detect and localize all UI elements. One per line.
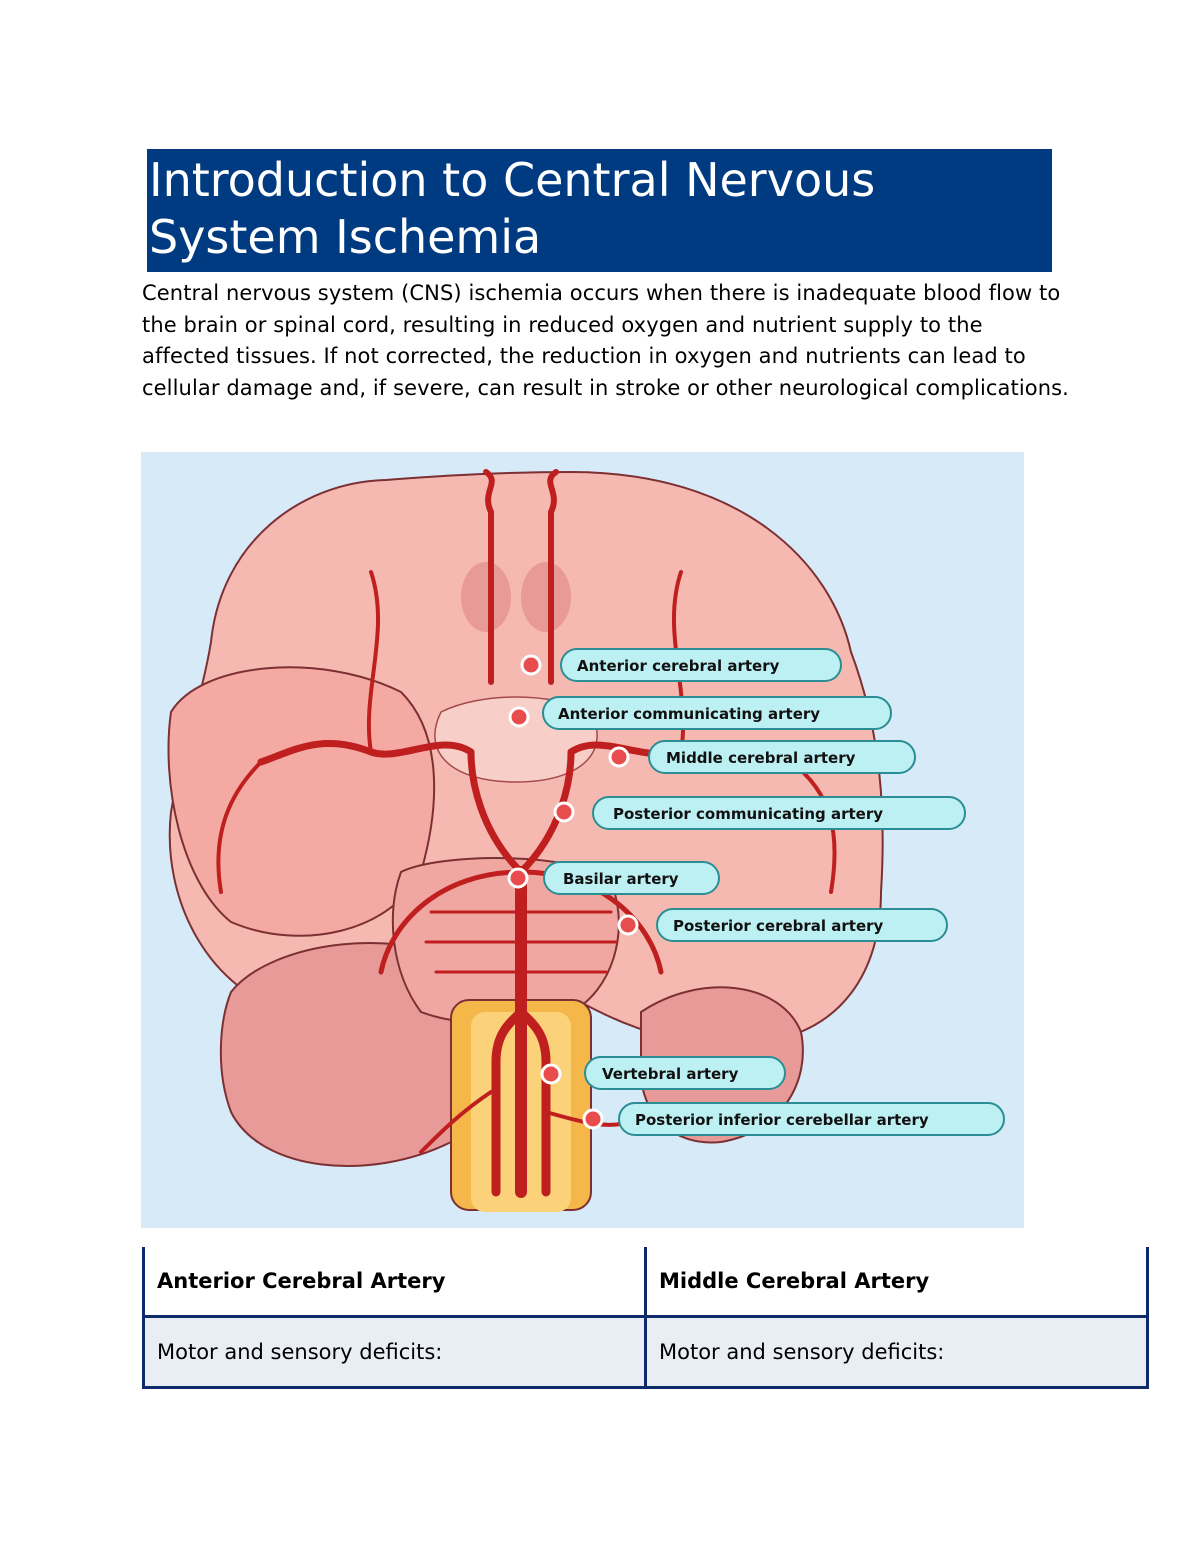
marker-anterior-cerebral — [520, 654, 542, 676]
brain-illustration: Anterior cerebral artery Anterior commun… — [167, 469, 1005, 1212]
title-box: Introduction to Central Nervous System I… — [147, 149, 1052, 272]
label-posterior-inferior-cerebellar-artery: Posterior inferior cerebellar artery — [618, 1102, 1005, 1136]
svg-text:Basilar artery: Basilar artery — [563, 870, 679, 888]
table-header-row: Anterior Cerebral Artery Middle Cerebral… — [142, 1247, 1149, 1318]
olfactory-bulb-right — [521, 562, 571, 632]
marker-posterior-communicating — [553, 801, 575, 823]
header-middle-cerebral-artery: Middle Cerebral Artery — [644, 1247, 1149, 1318]
svg-text:Anterior cerebral artery: Anterior cerebral artery — [577, 657, 780, 675]
brain-artery-figure: Anterior cerebral artery Anterior commun… — [141, 452, 1024, 1228]
marker-middle-cerebral — [608, 746, 630, 768]
page-title: Introduction to Central Nervous System I… — [149, 153, 876, 264]
table-row: Motor and sensory deficits: Motor and se… — [142, 1316, 1149, 1389]
label-posterior-communicating-artery: Posterior communicating artery — [592, 796, 966, 830]
olfactory-bulb-left — [461, 562, 511, 632]
intro-paragraph: Central nervous system (CNS) ischemia oc… — [142, 281, 1069, 400]
svg-text:Vertebral artery: Vertebral artery — [602, 1065, 739, 1083]
label-basilar-artery: Basilar artery — [543, 861, 720, 895]
label-anterior-cerebral-artery: Anterior cerebral artery — [560, 648, 842, 682]
marker-basilar — [507, 867, 529, 889]
label-middle-cerebral-artery: Middle cerebral artery — [648, 740, 916, 774]
label-anterior-communicating-artery: Anterior communicating artery — [542, 696, 892, 730]
svg-text:Middle cerebral artery: Middle cerebral artery — [666, 749, 856, 767]
marker-anterior-communicating — [508, 706, 530, 728]
label-vertebral-artery: Vertebral artery — [584, 1056, 786, 1090]
svg-text:Posterior inferior cerebellar: Posterior inferior cerebellar artery — [635, 1111, 929, 1129]
label-pills: Anterior cerebral artery Anterior commun… — [542, 648, 1005, 1136]
artery-markers — [507, 654, 639, 1130]
label-posterior-cerebral-artery: Posterior cerebral artery — [656, 908, 948, 942]
header-anterior-cerebral-artery: Anterior Cerebral Artery — [142, 1247, 647, 1318]
cell-anterior-deficits: Motor and sensory deficits: — [142, 1316, 647, 1389]
marker-posterior-cerebral — [617, 914, 639, 936]
deficits-table: Anterior Cerebral Artery Middle Cerebral… — [142, 1247, 1149, 1389]
cell-middle-deficits: Motor and sensory deficits: — [644, 1316, 1149, 1389]
marker-vertebral — [540, 1063, 562, 1085]
marker-posterior-inferior-cerebellar — [582, 1108, 604, 1130]
svg-text:Posterior cerebral artery: Posterior cerebral artery — [673, 917, 884, 935]
svg-text:Posterior communicating artery: Posterior communicating artery — [613, 805, 883, 823]
svg-text:Anterior communicating artery: Anterior communicating artery — [558, 705, 820, 723]
